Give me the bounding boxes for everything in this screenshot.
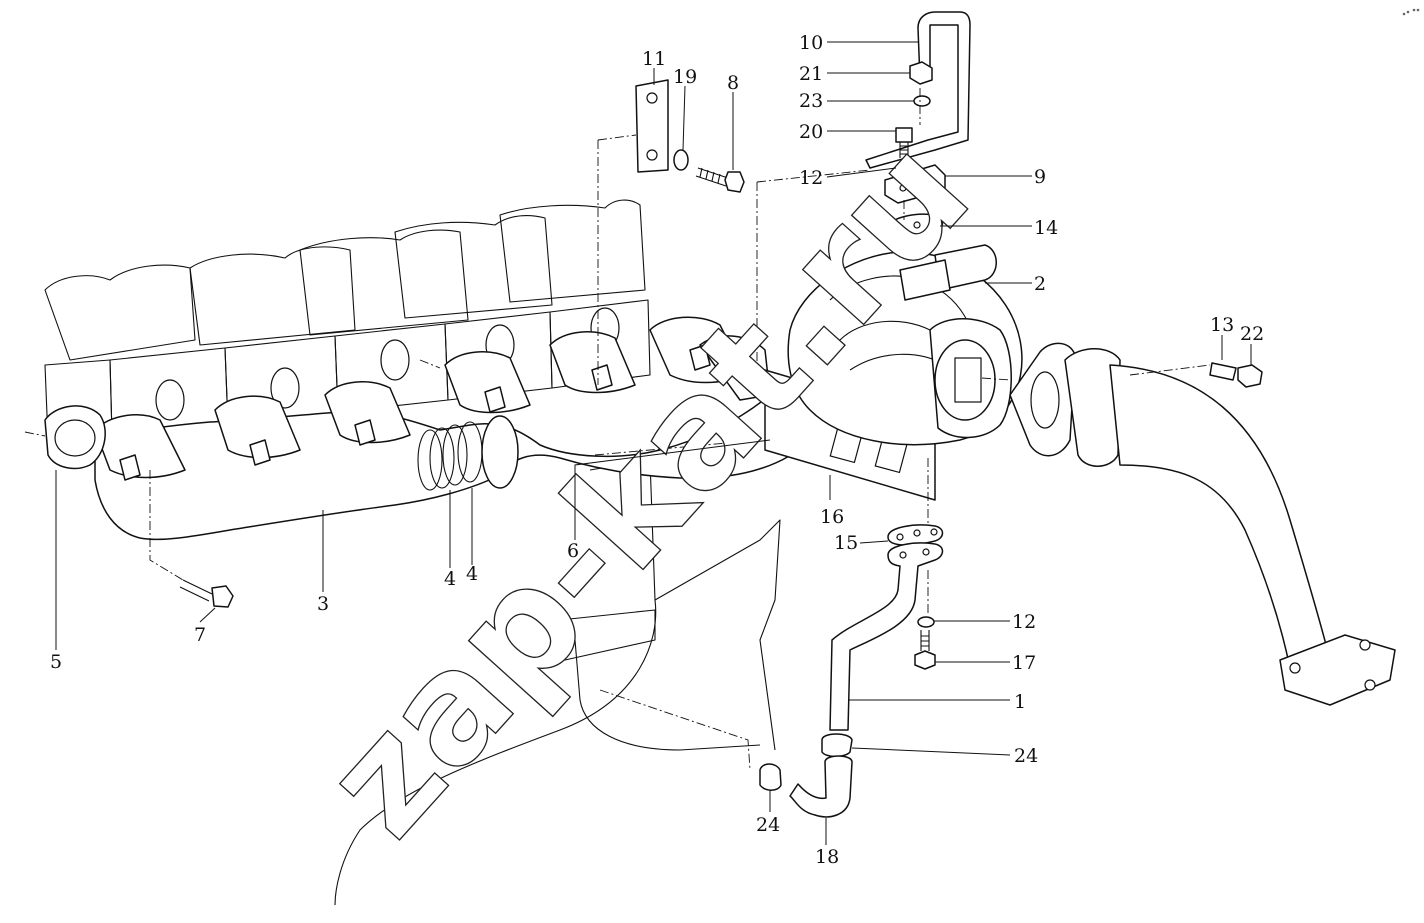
- callout-18: 18: [815, 846, 839, 868]
- callout-14: 14: [1034, 217, 1058, 239]
- leader-lines: [55, 41, 1252, 845]
- callout-24-right: 24: [1014, 745, 1038, 767]
- callout-20: 20: [799, 121, 823, 143]
- callout-labels: 10 21 23 20 12 9 14 2 11 19 8 13 22 16 1…: [50, 32, 1264, 868]
- exhaust-elbow: [1009, 342, 1396, 706]
- callout-23: 23: [799, 90, 823, 112]
- callout-19: 19: [673, 66, 697, 88]
- callout-11: 11: [642, 48, 666, 70]
- corner-mark: [1402, 8, 1420, 16]
- callout-22: 22: [1240, 323, 1264, 345]
- turbocharger: [764, 244, 1023, 501]
- callout-5: 5: [50, 651, 62, 673]
- callout-13: 13: [1210, 314, 1234, 336]
- exhaust-manifold: [44, 316, 811, 541]
- callout-6: 6: [567, 540, 579, 562]
- callout-4-b: 4: [466, 563, 478, 585]
- callout-7: 7: [194, 624, 206, 646]
- callout-8: 8: [727, 72, 739, 94]
- callout-3: 3: [317, 593, 329, 615]
- callout-10: 10: [799, 32, 823, 54]
- callout-12-lower: 12: [1012, 611, 1036, 633]
- callout-2: 2: [1034, 273, 1046, 295]
- callout-21: 21: [799, 63, 823, 85]
- center-lines: [24, 88, 1211, 771]
- callout-9: 9: [1034, 166, 1046, 188]
- callout-17: 17: [1012, 652, 1036, 674]
- callout-12-upper: 12: [799, 167, 823, 189]
- callout-16: 16: [820, 506, 844, 528]
- oil-lines: [179, 11, 1263, 818]
- callout-24-left: 24: [756, 814, 780, 836]
- callout-4-a: 4: [444, 568, 456, 590]
- sealing-rings: [417, 415, 519, 491]
- callout-15: 15: [834, 532, 858, 554]
- callout-1: 1: [1014, 691, 1026, 713]
